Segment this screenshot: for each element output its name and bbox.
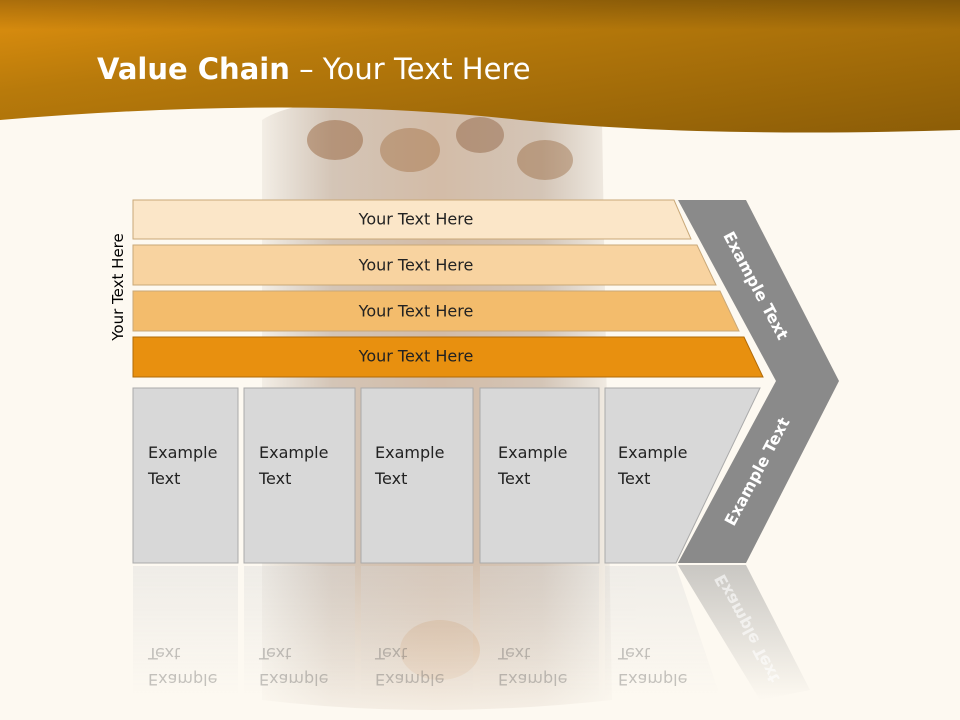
slide-title-bold: Value Chain <box>97 52 290 86</box>
activity-box-2-line2: Text <box>258 469 291 488</box>
svg-text:Example: Example <box>375 670 444 689</box>
activity-box-1: Example Text <box>132 387 239 564</box>
layer-bar-4-label: Your Text Here <box>358 347 474 366</box>
activity-box-4-line2: Text <box>497 469 530 488</box>
slide-title-rest: – Your Text Here <box>289 52 531 86</box>
svg-text:Text: Text <box>258 644 291 663</box>
activity-box-1-line1: Example <box>148 443 217 462</box>
svg-text:Text: Text <box>147 644 180 663</box>
layer-bar-3-label: Your Text Here <box>358 302 474 321</box>
activity-box-2: Example Text <box>243 387 356 564</box>
layer-bar-2-label: Your Text Here <box>358 256 474 275</box>
activity-box-1-line2: Text <box>147 469 180 488</box>
svg-text:Example: Example <box>148 670 217 689</box>
layer-bar-3: Your Text Here <box>132 290 740 332</box>
layer-bar-1: Your Text Here <box>132 199 692 240</box>
activity-box-5-line1: Example <box>618 443 687 462</box>
side-label: Your Text Here <box>109 233 127 341</box>
svg-text:Text: Text <box>497 644 530 663</box>
chevron-top <box>678 200 839 381</box>
svg-text:Text: Text <box>617 644 650 663</box>
layer-bar-2: Your Text Here <box>132 244 717 286</box>
svg-text:Text: Text <box>374 644 407 663</box>
activity-box-3-line1: Example <box>375 443 444 462</box>
activity-box-5-line2: Text <box>617 469 650 488</box>
svg-text:Example: Example <box>498 670 567 689</box>
activity-box-3-line2: Text <box>374 469 407 488</box>
svg-text:Example: Example <box>618 670 687 689</box>
layer-bar-1-label: Your Text Here <box>358 210 474 229</box>
svg-text:Example: Example <box>259 670 328 689</box>
activity-box-5: Example Text <box>604 387 761 564</box>
activity-box-4: Example Text <box>479 387 600 564</box>
activity-box-2-line1: Example <box>259 443 328 462</box>
header-band <box>0 0 960 133</box>
layer-bar-4: Your Text Here <box>132 336 764 378</box>
chevron-bottom <box>678 381 839 563</box>
slide-title: Value Chain – Your Text Here <box>97 52 531 86</box>
activity-box-4-line1: Example <box>498 443 567 462</box>
activity-boxes: Example Text Example Text Example Text E… <box>132 387 761 564</box>
activity-box-3: Example Text <box>360 387 474 564</box>
layer-bars: Your Text Here Your Text Here Your Text … <box>132 199 764 378</box>
activity-boxes-reflection: Text Example Text Example Text Example T… <box>133 566 720 696</box>
